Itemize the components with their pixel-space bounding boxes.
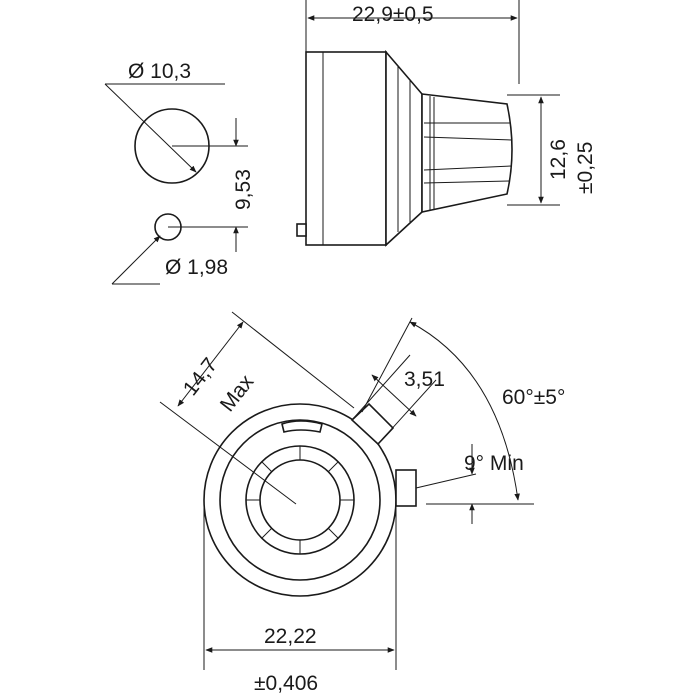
max-suffix-label: Max [216, 370, 259, 416]
height-tol-label: ±0,25 [574, 142, 597, 194]
max-ext-line-2 [159, 401, 297, 505]
min-angle-ref [415, 473, 477, 489]
angle-ref-line-1 [361, 317, 413, 413]
max-ext-line-1 [231, 311, 355, 409]
slot-ext-1 [351, 354, 411, 421]
max-value-label: 14,7 [179, 354, 222, 400]
large-dia-label: Ø 10,3 [128, 60, 191, 83]
cone-section [385, 49, 423, 247]
spline-teeth [246, 446, 354, 554]
height-value-label: 12,6 [547, 139, 570, 180]
grip-band-bottom [423, 165, 513, 171]
grip-line-b [423, 180, 511, 184]
inner-ring [219, 419, 381, 581]
body-block [305, 51, 387, 246]
grip-band-top [423, 136, 513, 141]
grip-section [421, 93, 513, 213]
large-dia-leader [104, 83, 197, 173]
small-dia-leader [111, 235, 161, 285]
max-dim-line [177, 321, 244, 407]
upper-tab [350, 402, 395, 446]
min-angle-label: 9° Min [464, 452, 524, 475]
hole-pattern-view: Ø 10,3 Ø 1,98 9,53 [104, 60, 255, 285]
small-dia-label: Ø 1,98 [165, 256, 228, 279]
right-peg [395, 469, 417, 507]
body-value-label: 22,22 [264, 625, 317, 648]
angle-arc [409, 321, 520, 501]
spacing-label: 9,53 [232, 169, 255, 210]
slot-dim-line [371, 374, 417, 417]
side-view: 22,9±0,5 12,6 ±0,25 [296, 0, 597, 247]
side-peg [296, 223, 307, 237]
angle-label: 60°±5° [502, 386, 565, 409]
length-label: 22,9±0,5 [352, 3, 434, 26]
body-tol-label: ±0,406 [254, 672, 318, 695]
slot-label: 3,51 [404, 368, 445, 391]
front-view: 14,7 Max 3,51 60°±5° 9° Min 22,22 ±0,406 [159, 311, 565, 695]
ring-slot [281, 420, 323, 433]
